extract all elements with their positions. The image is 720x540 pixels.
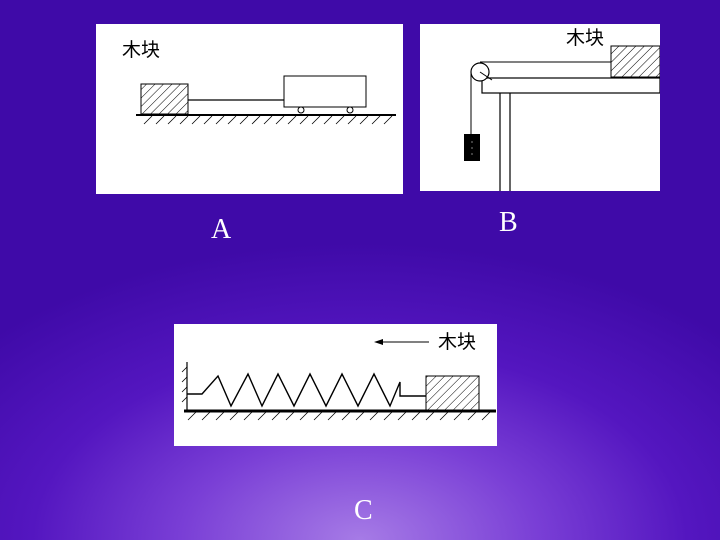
wood-block-label: 木块 [122, 39, 160, 61]
direction-arrow-head [374, 339, 383, 345]
caption-c: C [354, 495, 373, 526]
caption-b: B [499, 207, 518, 238]
panel-a: 木块 [96, 24, 403, 194]
wood-block [425, 375, 480, 411]
cart [283, 75, 367, 108]
cart-wheel-left [297, 106, 305, 114]
diagram-a: 木块 [122, 39, 396, 125]
wall-hatch [181, 366, 188, 403]
caption-a: A [211, 214, 232, 245]
ground-hatch [143, 115, 393, 125]
diagram-b: 木块 [464, 27, 660, 191]
wood-block [140, 83, 189, 115]
diagram-c: 木块 [181, 331, 496, 421]
pulley-bracket [479, 71, 493, 81]
weight-marks [471, 141, 473, 155]
panel-c: 木块 [174, 324, 497, 446]
panel-b: 木块 [420, 24, 660, 191]
cart-wheel-right [346, 106, 354, 114]
wood-block-label: 木块 [566, 27, 604, 49]
table-top [481, 77, 660, 94]
ground-hatch [187, 411, 491, 421]
spring [187, 372, 426, 408]
wood-block-label: 木块 [438, 331, 476, 353]
wood-block [610, 45, 660, 78]
